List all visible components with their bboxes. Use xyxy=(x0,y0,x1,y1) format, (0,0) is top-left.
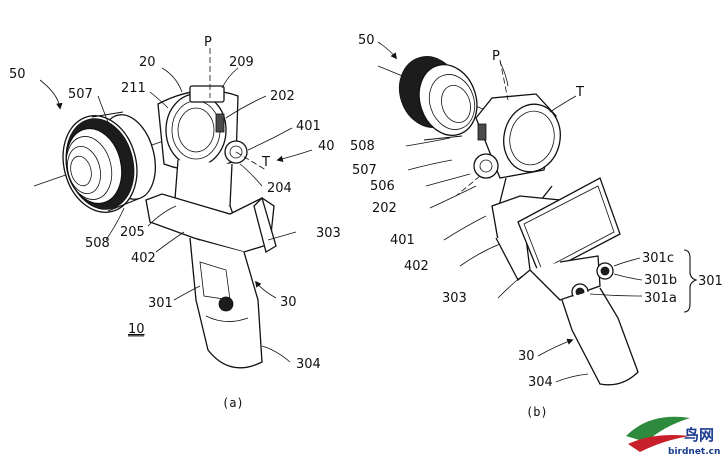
label-301b: 301b xyxy=(644,273,677,288)
label-T: T xyxy=(261,155,270,170)
label-402: 402 xyxy=(404,259,429,274)
leader-lines-a xyxy=(39,67,313,363)
label-30: 30 xyxy=(280,295,297,310)
label-202: 202 xyxy=(372,201,397,216)
label-401: 401 xyxy=(390,233,415,248)
label-506: 506 xyxy=(370,179,395,194)
label-301a: 301a xyxy=(644,291,677,306)
label-204: 204 xyxy=(267,181,292,196)
label-401: 401 xyxy=(296,119,321,134)
grip-handle-30-a xyxy=(145,193,277,369)
label-301c: 301c xyxy=(642,251,674,266)
label-209: 209 xyxy=(229,55,254,70)
label-507: 507 xyxy=(68,87,93,102)
label-304: 304 xyxy=(296,357,321,372)
watermark-leaf-green xyxy=(626,416,690,442)
label-50: 50 xyxy=(358,33,375,48)
label-303: 303 xyxy=(316,226,341,241)
label-301: 301 xyxy=(698,274,723,289)
lens-unit-50-a xyxy=(33,111,173,213)
caption-a: (a) xyxy=(222,396,244,410)
watermark-cn-text: 鸟网 xyxy=(684,426,714,444)
figure-a: 50 507 20 P 209 211 202 401 40 T 204 508… xyxy=(9,35,341,410)
label-P: P xyxy=(204,35,212,50)
labels-b: 50 P T 508 507 506 202 401 402 303 301c … xyxy=(350,33,723,419)
label-202: 202 xyxy=(270,89,295,104)
watermark-en-text: birdnet.cn xyxy=(668,447,720,457)
watermark-leaf-red xyxy=(628,435,690,452)
label-507: 507 xyxy=(352,163,377,178)
label-30: 30 xyxy=(518,349,535,364)
grip-handle-30-b xyxy=(491,177,639,386)
label-508: 508 xyxy=(350,139,375,154)
gimbal-head-b xyxy=(455,59,561,215)
caption-b: (b) xyxy=(526,405,548,419)
label-20: 20 xyxy=(139,55,156,70)
label-P: P xyxy=(492,49,500,64)
figure-b: 50 P T 508 507 506 202 401 402 303 301c … xyxy=(350,33,723,419)
lens-unit-50-b xyxy=(377,56,501,141)
label-205: 205 xyxy=(120,225,145,240)
label-211: 211 xyxy=(121,81,146,96)
label-T: T xyxy=(575,85,584,100)
label-10: 10 xyxy=(128,322,145,337)
label-50: 50 xyxy=(9,67,26,82)
labels-a: 50 507 20 P 209 211 202 401 40 T 204 508… xyxy=(9,35,341,410)
label-304: 304 xyxy=(528,375,553,390)
label-301: 301 xyxy=(148,296,173,311)
label-303: 303 xyxy=(442,291,467,306)
label-40: 40 xyxy=(318,139,335,154)
label-508: 508 xyxy=(85,236,110,251)
leader-lines-b xyxy=(377,41,698,383)
label-402: 402 xyxy=(131,251,156,266)
site-watermark: 鸟网 birdnet.cn xyxy=(626,416,720,457)
